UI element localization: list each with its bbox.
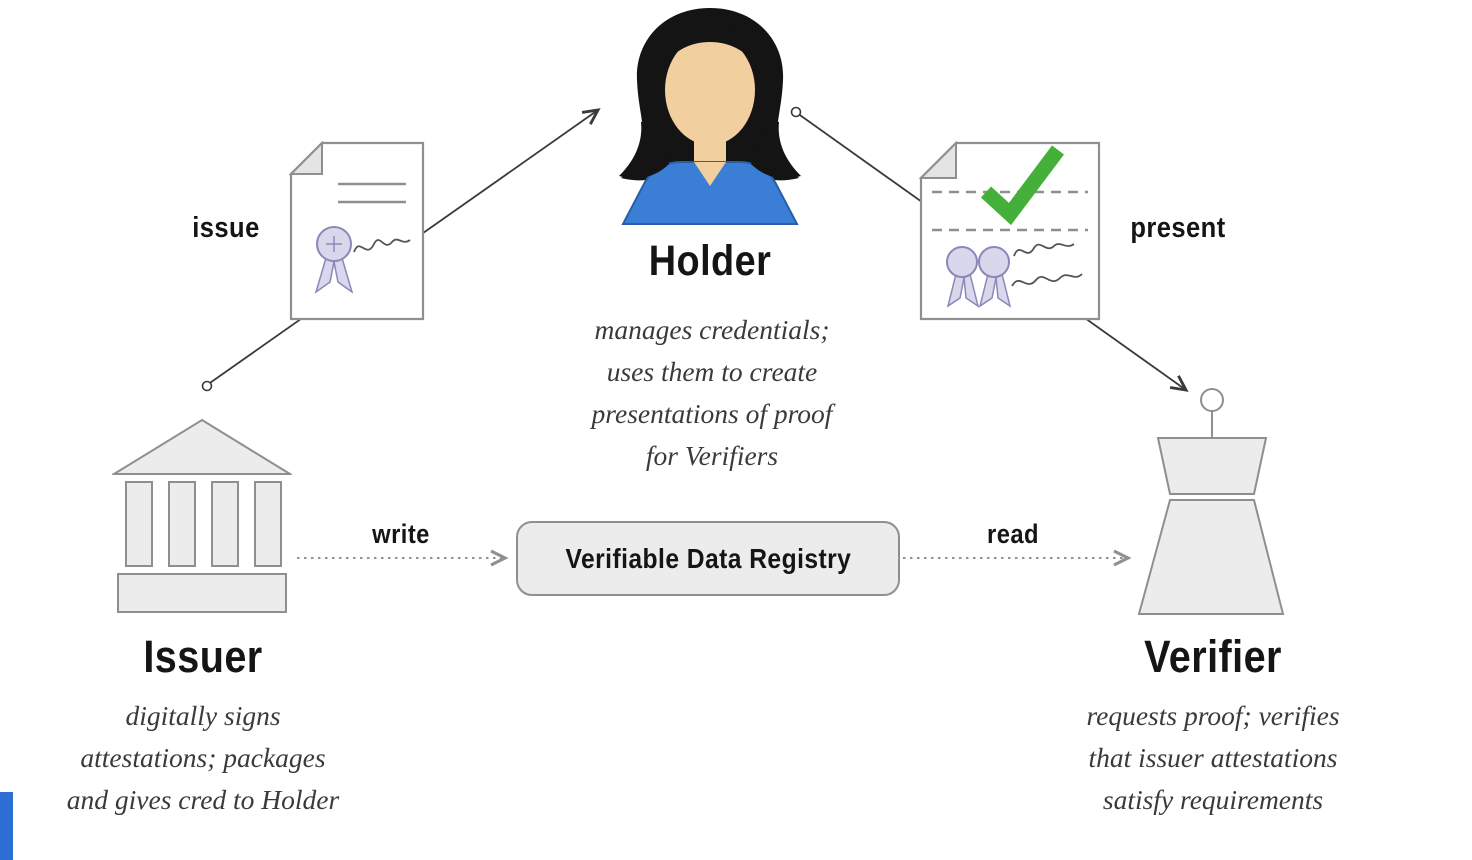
holder-node-description: manages credentials; uses them to create…	[591, 314, 833, 471]
seal-mark	[326, 236, 342, 252]
hair-strand-right	[751, 120, 801, 179]
building-column	[125, 481, 153, 567]
verifier-node-description: requests proof; verifies that issuer att…	[1086, 700, 1340, 815]
building-base	[117, 573, 287, 613]
holder-avatar-icon	[619, 8, 801, 225]
hair-strand-left	[619, 120, 669, 179]
chest	[694, 162, 726, 186]
verifier-node-label: Verifier	[1144, 631, 1282, 682]
checkmark-icon	[980, 145, 1064, 226]
credential-document-icon	[288, 140, 425, 321]
building-pediment	[112, 418, 292, 475]
document-fold	[288, 140, 323, 175]
podium-base	[1137, 499, 1285, 615]
signature-squiggle	[1013, 243, 1075, 257]
presentation-document-icon	[918, 140, 1101, 321]
podium-top	[1156, 437, 1268, 495]
building-column	[168, 481, 196, 567]
podium-head	[1200, 388, 1224, 412]
write-edge-label: write	[372, 519, 430, 549]
verifiable-data-registry-node: Verifiable Data Registry	[516, 521, 900, 596]
issuer-node-label: Issuer	[143, 631, 263, 682]
document-fold	[918, 140, 957, 179]
issuer-node-description: digitally signs attestations; packages a…	[66, 700, 340, 815]
building-column	[211, 481, 239, 567]
ribbon-seal	[946, 246, 978, 278]
present-edge-label: present	[1130, 212, 1226, 244]
holder-node-label: Holder	[648, 237, 772, 285]
hair-fringe	[663, 22, 757, 66]
face	[665, 35, 755, 145]
issuer-building-icon	[112, 418, 292, 613]
read-edge-label: read	[987, 519, 1039, 549]
neck	[694, 130, 726, 166]
verifier-podium-icon	[1137, 388, 1285, 615]
building-column	[254, 481, 282, 567]
signature-squiggle	[1011, 273, 1083, 287]
left-edge-accent-bar	[0, 792, 13, 860]
registry-label: Verifiable Data Registry	[565, 542, 851, 574]
ribbon-seal	[978, 246, 1010, 278]
issue-connector-origin	[201, 380, 213, 392]
issue-edge-label: issue	[192, 212, 260, 244]
present-connector-origin	[790, 106, 802, 118]
signature-squiggle	[353, 238, 411, 253]
